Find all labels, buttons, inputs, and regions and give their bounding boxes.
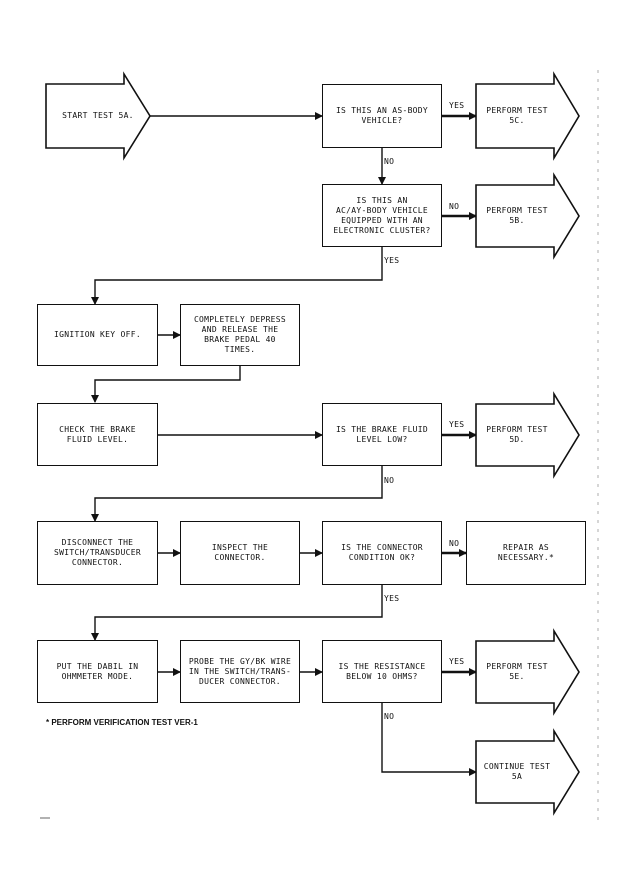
- start-arrow-shape: [45, 71, 151, 161]
- check-brake-fluid-step: CHECK THE BRAKE FLUID LEVEL.: [37, 403, 158, 466]
- perform-test-5e: PERFORM TEST 5E.: [486, 662, 548, 681]
- ohmmeter-mode-step: PUT THE DABIL IN OHMMETER MODE.: [37, 640, 158, 703]
- disconnect-connector-step: DISCONNECT THE SWITCH/TRANSDUCER CONNECT…: [37, 521, 158, 585]
- no-label: NO: [449, 202, 460, 211]
- yes-label: YES: [384, 256, 400, 265]
- perform-5b-arrow-shape: [475, 172, 580, 260]
- start-label: START TEST 5A.: [62, 111, 134, 120]
- perform-test-5c: PERFORM TEST 5C.: [486, 106, 548, 125]
- yes-label: YES: [449, 657, 465, 666]
- yes-label: YES: [384, 594, 400, 603]
- decision-ac-ay-body: IS THIS AN AC/AY-BODY VEHICLE EQUIPPED W…: [322, 184, 442, 247]
- decision-resistance-below-10: IS THE RESISTANCE BELOW 10 OHMS?: [322, 640, 442, 703]
- yes-label: YES: [449, 420, 465, 429]
- footnote: * PERFORM VERIFICATION TEST VER-1: [46, 718, 198, 727]
- perform-5c-arrow-shape: [475, 71, 580, 161]
- continue-test-5a: CONTINUE TEST 5A: [483, 762, 551, 781]
- decision-connector-condition: IS THE CONNECTOR CONDITION OK?: [322, 521, 442, 585]
- perform-test-5d: PERFORM TEST 5D.: [486, 425, 548, 444]
- probe-wire-step: PROBE THE GY/BK WIRE IN THE SWITCH/TRANS…: [180, 640, 300, 703]
- depress-brake-pedal-step: COMPLETELY DEPRESS AND RELEASE THE BRAKE…: [180, 304, 300, 366]
- continue-5a-arrow-shape: [475, 728, 580, 816]
- repair-as-necessary-step: REPAIR AS NECESSARY.*: [466, 521, 586, 585]
- inspect-connector-step: INSPECT THE CONNECTOR.: [180, 521, 300, 585]
- perform-5e-arrow-shape: [475, 628, 580, 716]
- no-label: NO: [384, 712, 395, 721]
- perform-5d-arrow-shape: [475, 391, 580, 479]
- ignition-key-off-step: IGNITION KEY OFF.: [37, 304, 158, 366]
- no-label: NO: [449, 539, 460, 548]
- perform-test-5b: PERFORM TEST 5B.: [486, 206, 548, 225]
- decision-as-body: IS THIS AN AS-BODY VEHICLE?: [322, 84, 442, 148]
- decision-brake-fluid-low: IS THE BRAKE FLUID LEVEL LOW?: [322, 403, 442, 466]
- no-label: NO: [384, 157, 395, 166]
- no-label: NO: [384, 476, 395, 485]
- yes-label: YES: [449, 101, 465, 110]
